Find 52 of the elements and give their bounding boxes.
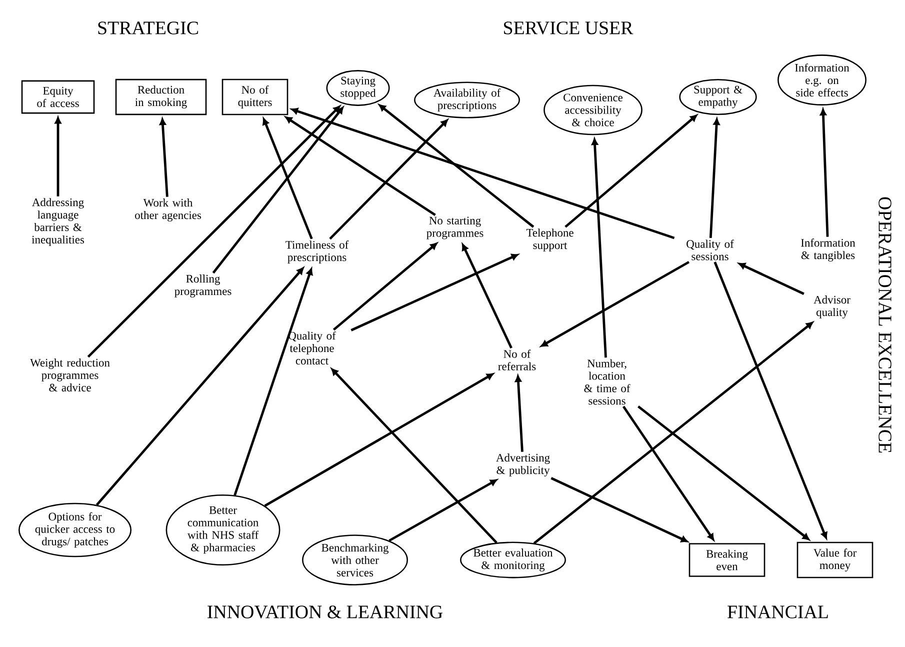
arrow (462, 244, 512, 348)
node-text: No of referrals (498, 350, 536, 370)
process-box: Equity of access (21, 80, 95, 114)
section-heading: SERVICE USER (504, 22, 634, 34)
arrow (212, 106, 344, 274)
section-heading: INNOVATION & LEARNING (208, 606, 442, 618)
arrow (54, 117, 62, 196)
arrow (709, 118, 720, 238)
arrow (550, 477, 688, 542)
process-box: No of quitters (222, 78, 288, 116)
arrow (331, 368, 498, 544)
process-box: Value for money (796, 542, 874, 578)
section-heading: FINANCIAL (728, 606, 828, 618)
section-heading: OPERATIONAL EXCELLENCE (878, 197, 892, 453)
arrow (533, 322, 814, 544)
node-text: Telephone support (526, 228, 574, 252)
arrow (291, 108, 675, 240)
arrow (540, 260, 690, 347)
process-box: Breaking even (688, 543, 766, 577)
node-text: Information & tangibles (801, 238, 856, 262)
node-text: Number, location & time of sessions (584, 359, 630, 405)
process-box: Reduction in smoking (115, 78, 207, 116)
section-heading: STRATEGIC (98, 22, 198, 34)
arrow (820, 108, 829, 237)
arrow (564, 114, 698, 228)
node-text: Weight reduction programmes & advice (30, 358, 110, 392)
node-text: Advisor quality (814, 296, 850, 318)
node-text: Advertising & publicity (496, 454, 550, 476)
arrow (87, 106, 340, 358)
arrow (738, 262, 804, 295)
node-text: No starting programmes (426, 216, 484, 240)
node-text: Timeliness of prescriptions (286, 240, 349, 264)
arrow (96, 267, 304, 506)
node-text: Quality of sessions (686, 240, 734, 260)
arrow (638, 405, 810, 540)
node-text: Work with other agencies (135, 198, 201, 222)
node-text: Rolling programmes (174, 274, 232, 298)
node-text: Addressing language barriers & inequalities (32, 198, 84, 246)
arrow (622, 406, 714, 541)
arrow (332, 242, 438, 331)
arrow (388, 479, 498, 542)
arrow (714, 262, 828, 539)
arrow (234, 268, 313, 496)
arrow (378, 104, 534, 228)
arrow (262, 118, 313, 240)
arrow (160, 118, 168, 197)
arrow (592, 138, 607, 358)
arrow (264, 373, 494, 507)
arrow (350, 254, 518, 332)
arrow (515, 375, 524, 452)
arrow (329, 119, 448, 240)
arrow (285, 116, 436, 216)
